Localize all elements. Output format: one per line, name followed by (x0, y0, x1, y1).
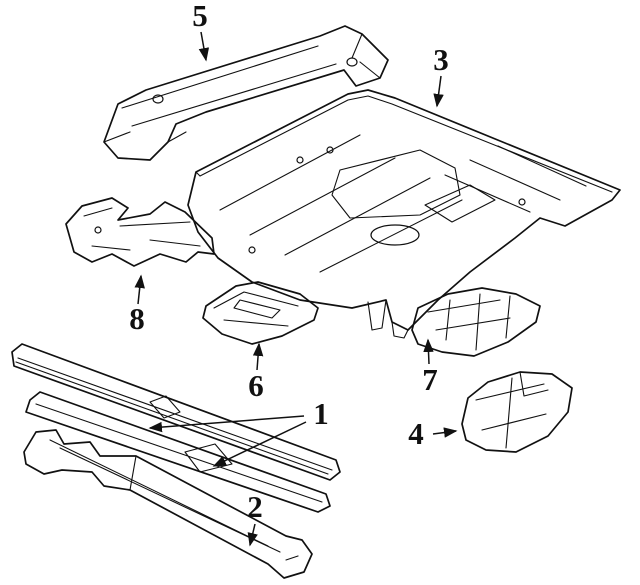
part-7-outline (411, 287, 541, 357)
callout-7-label: 7 (422, 362, 438, 397)
callout-4-arrow (432, 427, 458, 438)
part-8-outline (65, 197, 215, 267)
callout-7-arrow (423, 338, 434, 365)
callout-3-label: 3 (433, 42, 449, 77)
callout-2-arrow (247, 523, 258, 547)
callout-8-label: 8 (129, 301, 145, 336)
part-1-upper-rail-drawing (11, 343, 341, 481)
callout-8-arrow (134, 274, 145, 305)
part-7-detail-lines (427, 293, 511, 351)
part-5-outline (103, 25, 389, 161)
part-5-detail-lines (103, 33, 381, 143)
part-1-upper-rail-outline (11, 343, 341, 481)
part-4-detail-lines (475, 371, 549, 449)
part-1-lower-rail-outline (25, 391, 331, 513)
part-6-detail-lines (213, 291, 299, 327)
part-8-hole (94, 226, 102, 234)
part-8-bracket-drawing (65, 197, 215, 267)
part-3-flange-lines (195, 95, 613, 339)
part-3-floor-pan-drawing (187, 89, 621, 339)
part-5-bolt-hole-left (152, 94, 164, 104)
callout-4-label: 4 (408, 416, 424, 451)
part-4-outline (461, 371, 573, 453)
part-2-detail-lines (49, 439, 299, 561)
part-3-rib-lines (219, 134, 587, 273)
part-1-lower-rail-lines (35, 403, 323, 503)
part-3-outline (187, 89, 621, 331)
part-2-rail-drawing (23, 429, 313, 579)
part-6-tray-bracket-drawing (202, 281, 319, 345)
callout-5-arrow (198, 31, 210, 62)
part-4-support-bracket-drawing (461, 371, 573, 453)
callout-2-label: 2 (247, 489, 263, 524)
callout-1-label: 1 (313, 396, 329, 431)
part-1-lower-rail-drawing (25, 391, 331, 513)
part-5-cross-support-drawing (103, 25, 389, 161)
callout-5-label: 5 (192, 0, 208, 33)
part-3-console-hump (331, 149, 496, 223)
callout-1-arrow-upper (148, 415, 305, 433)
part-3-hole-d (518, 198, 526, 206)
part-3-drain-hole (370, 224, 420, 246)
part-5-bolt-hole-right (346, 57, 358, 67)
part-3-hole-a (296, 156, 304, 164)
part-8-detail-lines (83, 207, 201, 251)
part-7-corner-bracket-drawing (411, 287, 541, 357)
part-3-hole-b (326, 146, 334, 154)
part-1-upper-rail-lines (15, 357, 333, 475)
callout-6-arrow (252, 342, 264, 371)
part-6-outline (202, 281, 319, 345)
callout-3-arrow (433, 75, 444, 108)
callout-6-label: 6 (248, 368, 264, 403)
callout-1-arrow-lower (212, 421, 307, 467)
part-2-outline (23, 429, 313, 579)
part-3-hole-c (248, 246, 256, 254)
